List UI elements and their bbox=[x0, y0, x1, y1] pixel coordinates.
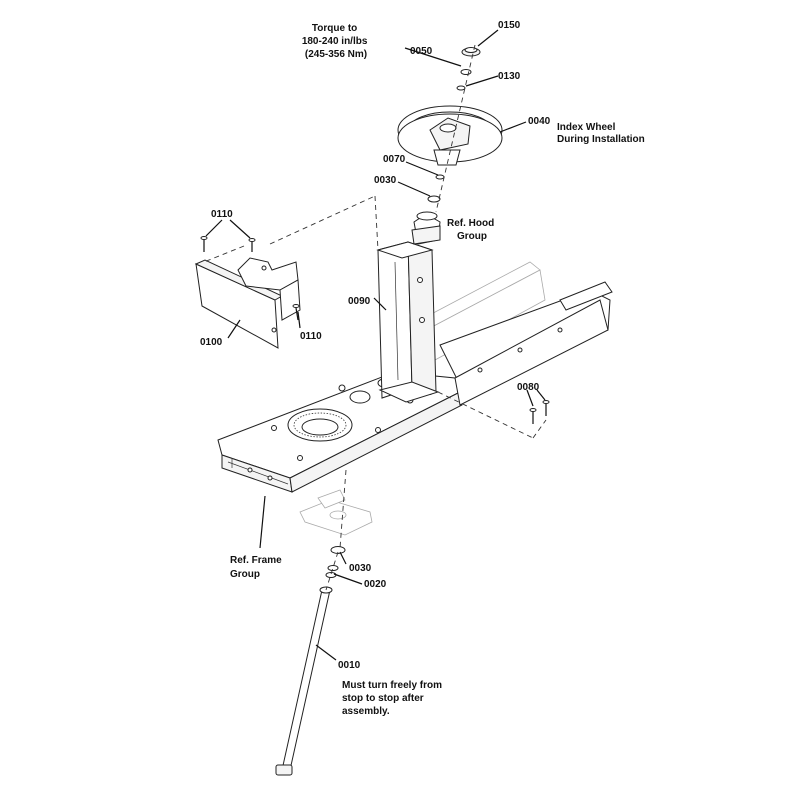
hood-group-note: Ref. Hood Group bbox=[447, 218, 497, 242]
nut bbox=[460, 69, 472, 75]
label-0150: 0150 bbox=[498, 20, 521, 31]
steering-support-column bbox=[376, 241, 440, 403]
screw-0080 bbox=[529, 400, 550, 424]
washer bbox=[456, 85, 466, 91]
screw-0110-c bbox=[292, 304, 300, 321]
label-0050: 0050 bbox=[410, 46, 433, 57]
hood-bushing bbox=[411, 211, 441, 245]
label-0110-bottom: 0110 bbox=[300, 331, 322, 342]
lower-bushing bbox=[325, 546, 346, 578]
frame-group-note: Ref. Frame Group bbox=[230, 555, 284, 580]
label-0030-bottom: 0030 bbox=[349, 563, 372, 574]
leader-lines bbox=[205, 29, 546, 661]
wheel-washer-0070 bbox=[435, 174, 445, 180]
label-0040: 0040 bbox=[528, 116, 551, 127]
steering-shaft bbox=[275, 586, 333, 776]
frame-steering-hole bbox=[287, 408, 353, 442]
alignment-lines bbox=[203, 44, 547, 591]
label-0130: 0130 bbox=[498, 71, 521, 82]
screw-0110-b bbox=[248, 238, 256, 252]
label-0020: 0020 bbox=[364, 579, 387, 590]
wheel-bushing-0030 bbox=[427, 195, 441, 203]
label-0110-top: 0110 bbox=[211, 209, 233, 220]
index-wheel-note: Index Wheel During Installation bbox=[557, 122, 645, 145]
steering-wheel bbox=[397, 105, 503, 166]
torque-note: Torque to 180-240 in/lbs (245-356 Nm) bbox=[302, 23, 370, 60]
label-0100: 0100 bbox=[200, 337, 223, 348]
label-0090: 0090 bbox=[348, 296, 371, 307]
dash-panel-bracket bbox=[194, 257, 301, 349]
must-turn-note: Must turn freely from stop to stop after… bbox=[342, 680, 445, 717]
label-0030-top: 0030 bbox=[374, 175, 397, 186]
label-0080: 0080 bbox=[517, 382, 540, 393]
lower-steering-plate bbox=[299, 489, 373, 536]
screw-0110-a bbox=[200, 236, 208, 252]
label-0070: 0070 bbox=[383, 154, 406, 165]
wheel-cap bbox=[461, 47, 481, 57]
label-0010: 0010 bbox=[338, 660, 361, 671]
